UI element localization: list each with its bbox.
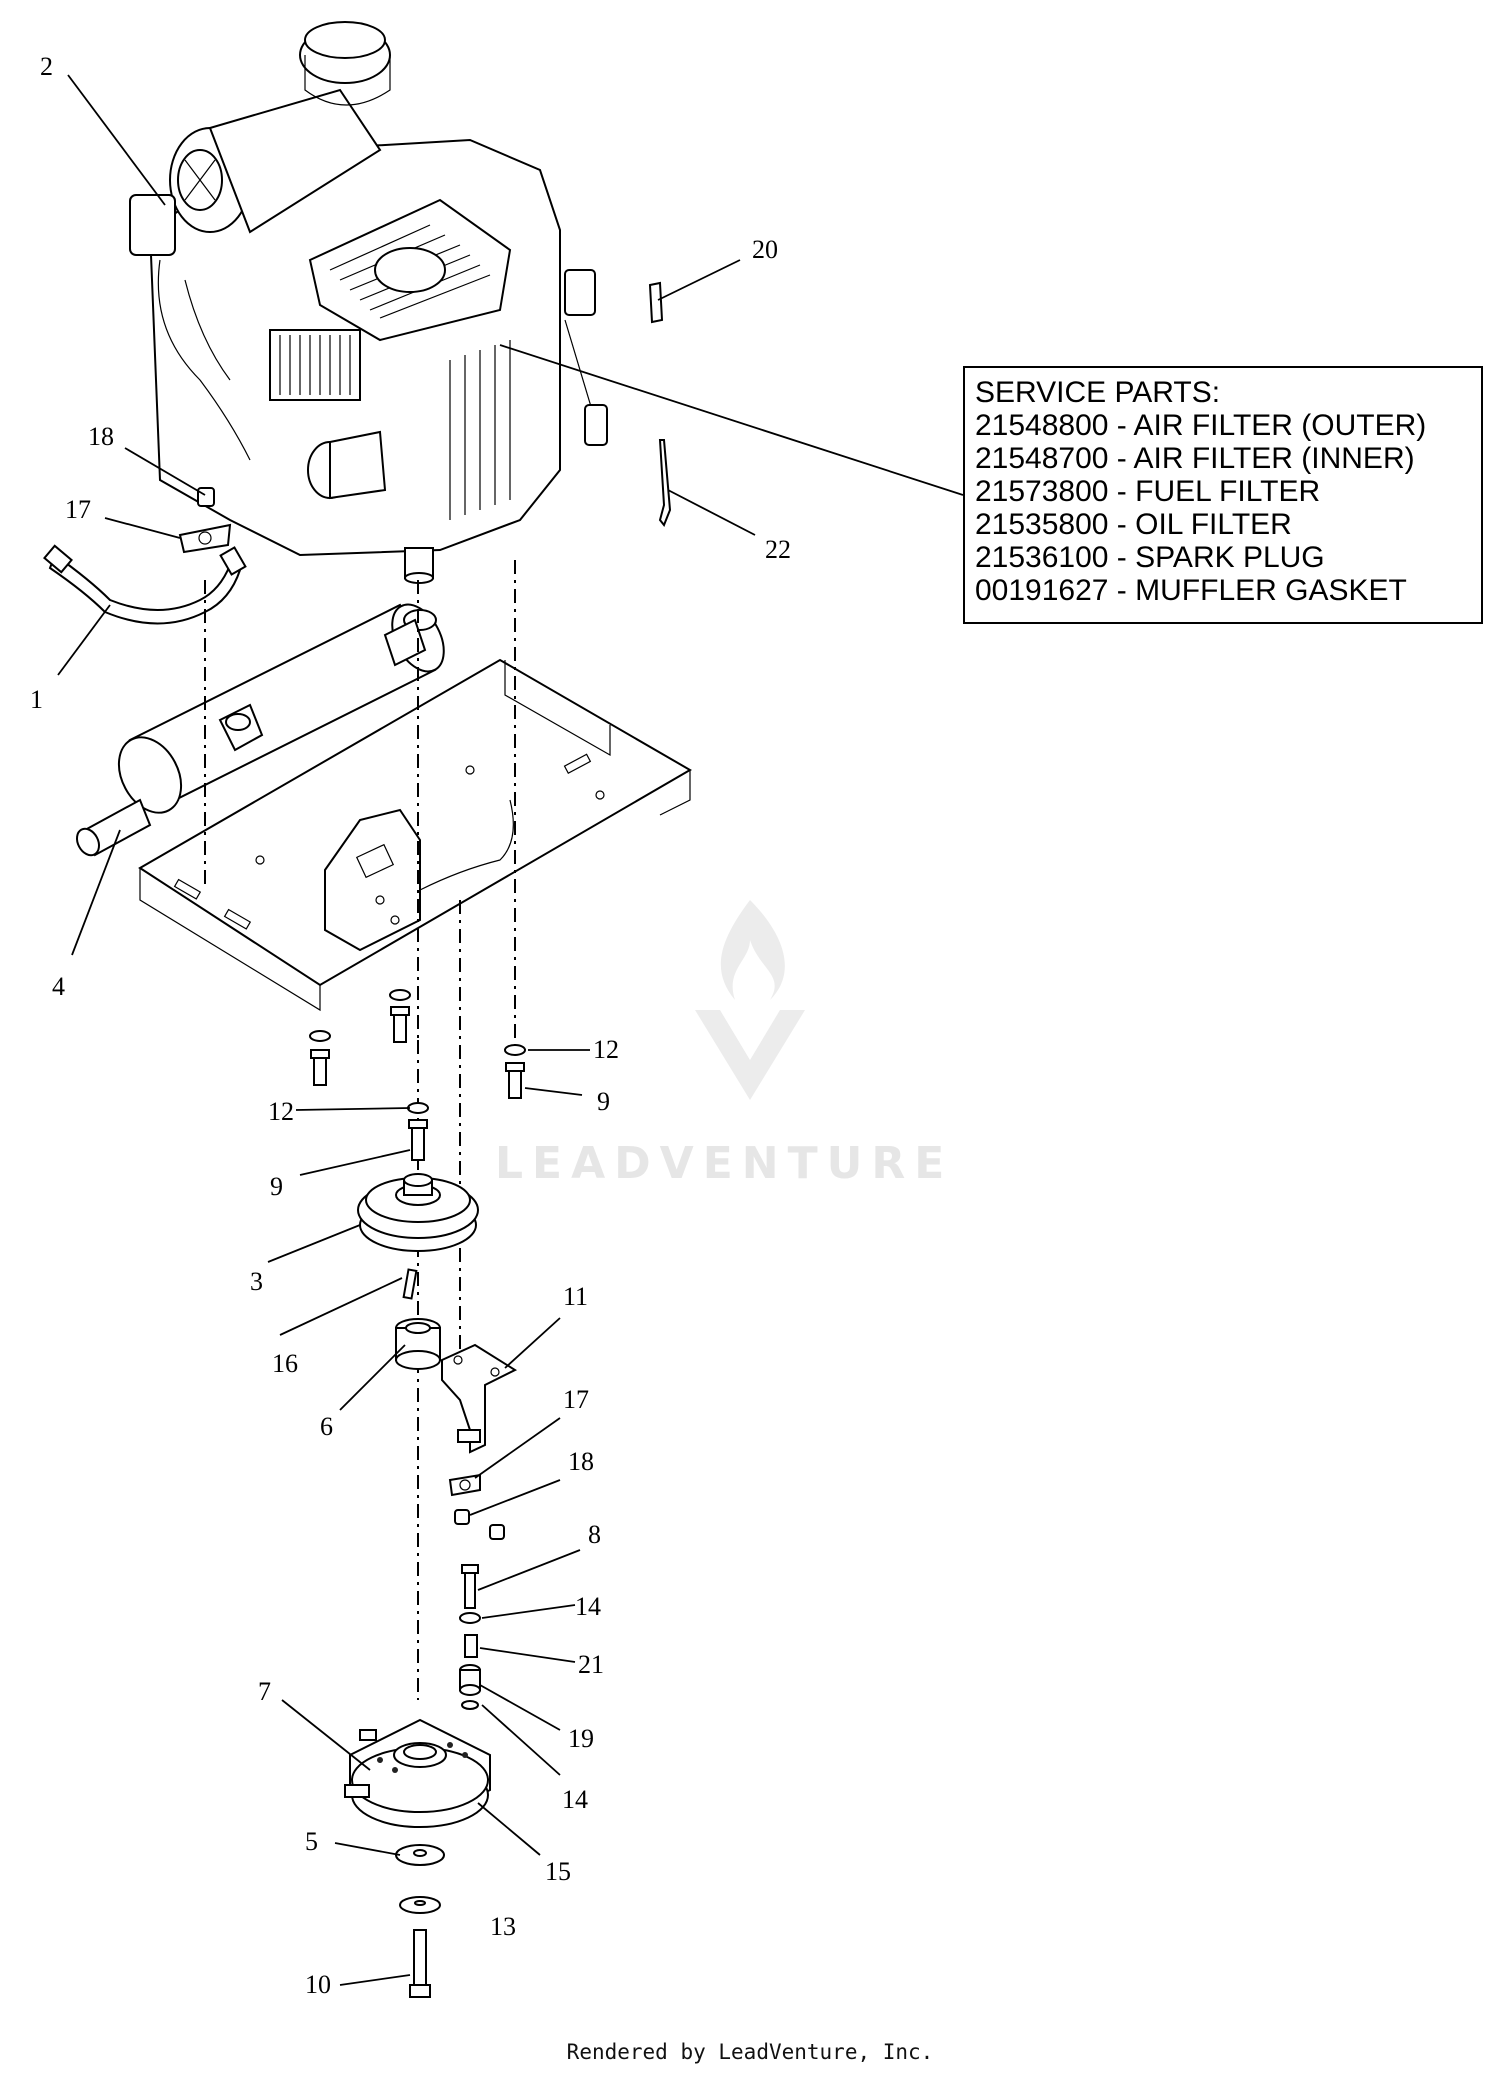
service-part-item: 21573800 - FUEL FILTER <box>975 475 1321 508</box>
clutch-fasteners <box>395 1844 445 1998</box>
muffler <box>75 603 445 857</box>
service-part-item: 00191627 - MUFFLER GASKET <box>975 574 1407 607</box>
callout-18-upper: 18 <box>88 422 114 451</box>
footer-credit: Rendered by LeadVenture, Inc. <box>566 2040 934 2064</box>
callout-18-lower: 18 <box>568 1447 594 1476</box>
clip-and-bolt-lower <box>448 1473 505 1540</box>
callout-17-upper: 17 <box>65 495 91 524</box>
callout-12-left: 12 <box>268 1097 294 1126</box>
callout-4: 4 <box>52 972 65 1001</box>
service-part-item: 21535800 - OIL FILTER <box>975 508 1292 541</box>
callout-15: 15 <box>545 1857 571 1886</box>
callout-20: 20 <box>752 235 778 264</box>
callout-12-right: 12 <box>593 1035 619 1064</box>
callout-6: 6 <box>320 1412 333 1441</box>
callout-8: 8 <box>588 1520 601 1549</box>
engine-deck-plate <box>138 658 692 1012</box>
fastener-stack <box>459 1564 481 1807</box>
watermark-text: LEADVENTURE <box>495 1138 954 1189</box>
small-brackets-20-22 <box>648 281 672 527</box>
callout-22: 22 <box>765 535 791 564</box>
service-parts-title: SERVICE PARTS: <box>975 376 1221 409</box>
callout-21: 21 <box>578 1650 604 1679</box>
callout-9-right: 9 <box>597 1087 610 1116</box>
callout-11: 11 <box>563 1282 588 1311</box>
leader-lines <box>57 74 964 1986</box>
callout-2: 2 <box>40 52 53 81</box>
electric-clutch <box>344 1718 491 1828</box>
callout-10: 10 <box>305 1970 331 1999</box>
callout-5: 5 <box>305 1827 318 1856</box>
bolts-and-washers <box>178 487 526 1161</box>
leadventure-logo-icon <box>695 900 805 1100</box>
clutch-bracket <box>441 1343 518 1454</box>
exhaust-pipe <box>43 544 247 625</box>
callout-1: 1 <box>30 685 43 714</box>
callout-7: 7 <box>258 1677 271 1706</box>
service-part-item: 21548800 - AIR FILTER (OUTER) <box>975 409 1427 442</box>
callout-14-lower: 14 <box>562 1785 588 1814</box>
callout-17-lower: 17 <box>563 1385 589 1414</box>
service-part-item: 21536100 - SPARK PLUG <box>975 541 1325 574</box>
engine-assembly <box>129 21 608 584</box>
callout-14-upper: 14 <box>575 1592 601 1621</box>
callout-16: 16 <box>272 1349 298 1378</box>
callout-3: 3 <box>250 1267 263 1296</box>
service-parts-box: SERVICE PARTS: 21548800 - AIR FILTER (OU… <box>963 366 1483 624</box>
callout-labels: 2 18 17 1 4 12 9 3 16 6 7 5 10 20 22 12 … <box>30 52 791 1999</box>
callout-19: 19 <box>568 1724 594 1753</box>
pulley <box>357 1173 479 1252</box>
callout-13: 13 <box>490 1912 516 1941</box>
callout-9-left: 9 <box>270 1172 283 1201</box>
service-part-item: 21548700 - AIR FILTER (INNER) <box>975 442 1415 475</box>
key-and-spacer <box>395 1268 441 1370</box>
